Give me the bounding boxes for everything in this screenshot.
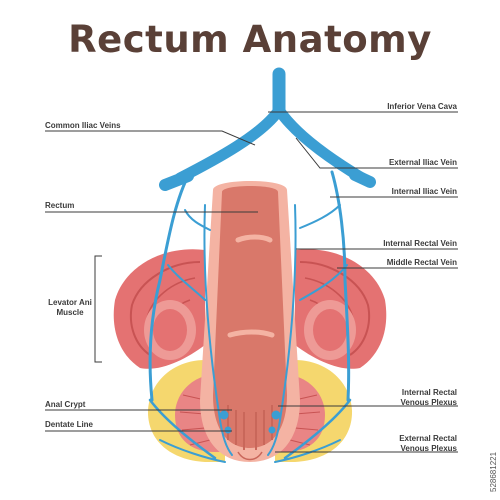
stock-image-id: 528681221 xyxy=(489,451,498,492)
label-levator-ani-muscle: Levator Ani Muscle xyxy=(40,298,100,318)
label-internal-rectal-venous-plexus: Internal Rectal Venous Plexus xyxy=(401,388,457,408)
label-external-rectal-venous-plexus: External Rectal Venous Plexus xyxy=(399,434,457,454)
label-levator-ani-line1: Levator Ani xyxy=(48,298,92,307)
label-internal-plexus-line1: Internal Rectal xyxy=(401,388,457,397)
label-middle-rectal-vein: Middle Rectal Vein xyxy=(386,258,457,267)
label-internal-rectal-vein: Internal Rectal Vein xyxy=(383,239,457,248)
label-external-plexus-line1: External Rectal xyxy=(399,434,457,443)
label-dentate-line: Dentate Line xyxy=(45,420,94,429)
label-common-iliac-veins: Common Iliac Veins xyxy=(45,121,121,130)
page-title: Rectum Anatomy xyxy=(68,18,432,61)
venous-system xyxy=(148,67,376,463)
rectum-body xyxy=(200,181,300,462)
label-internal-plexus-line2: Venous Plexus xyxy=(400,398,457,407)
label-internal-iliac-vein: Internal Iliac Vein xyxy=(391,187,457,196)
label-external-plexus-line2: Venous Plexus xyxy=(400,444,457,453)
label-rectum: Rectum xyxy=(45,201,75,210)
leader-lines xyxy=(45,111,458,453)
label-anal-crypt: Anal Crypt xyxy=(45,400,86,409)
label-external-iliac-vein: External Iliac Vein xyxy=(388,158,457,167)
levator-ani-muscle xyxy=(113,249,387,369)
label-inferior-vena-cava: Inferior Vena Cava xyxy=(387,102,457,111)
label-levator-ani-line2: Muscle xyxy=(56,308,84,317)
